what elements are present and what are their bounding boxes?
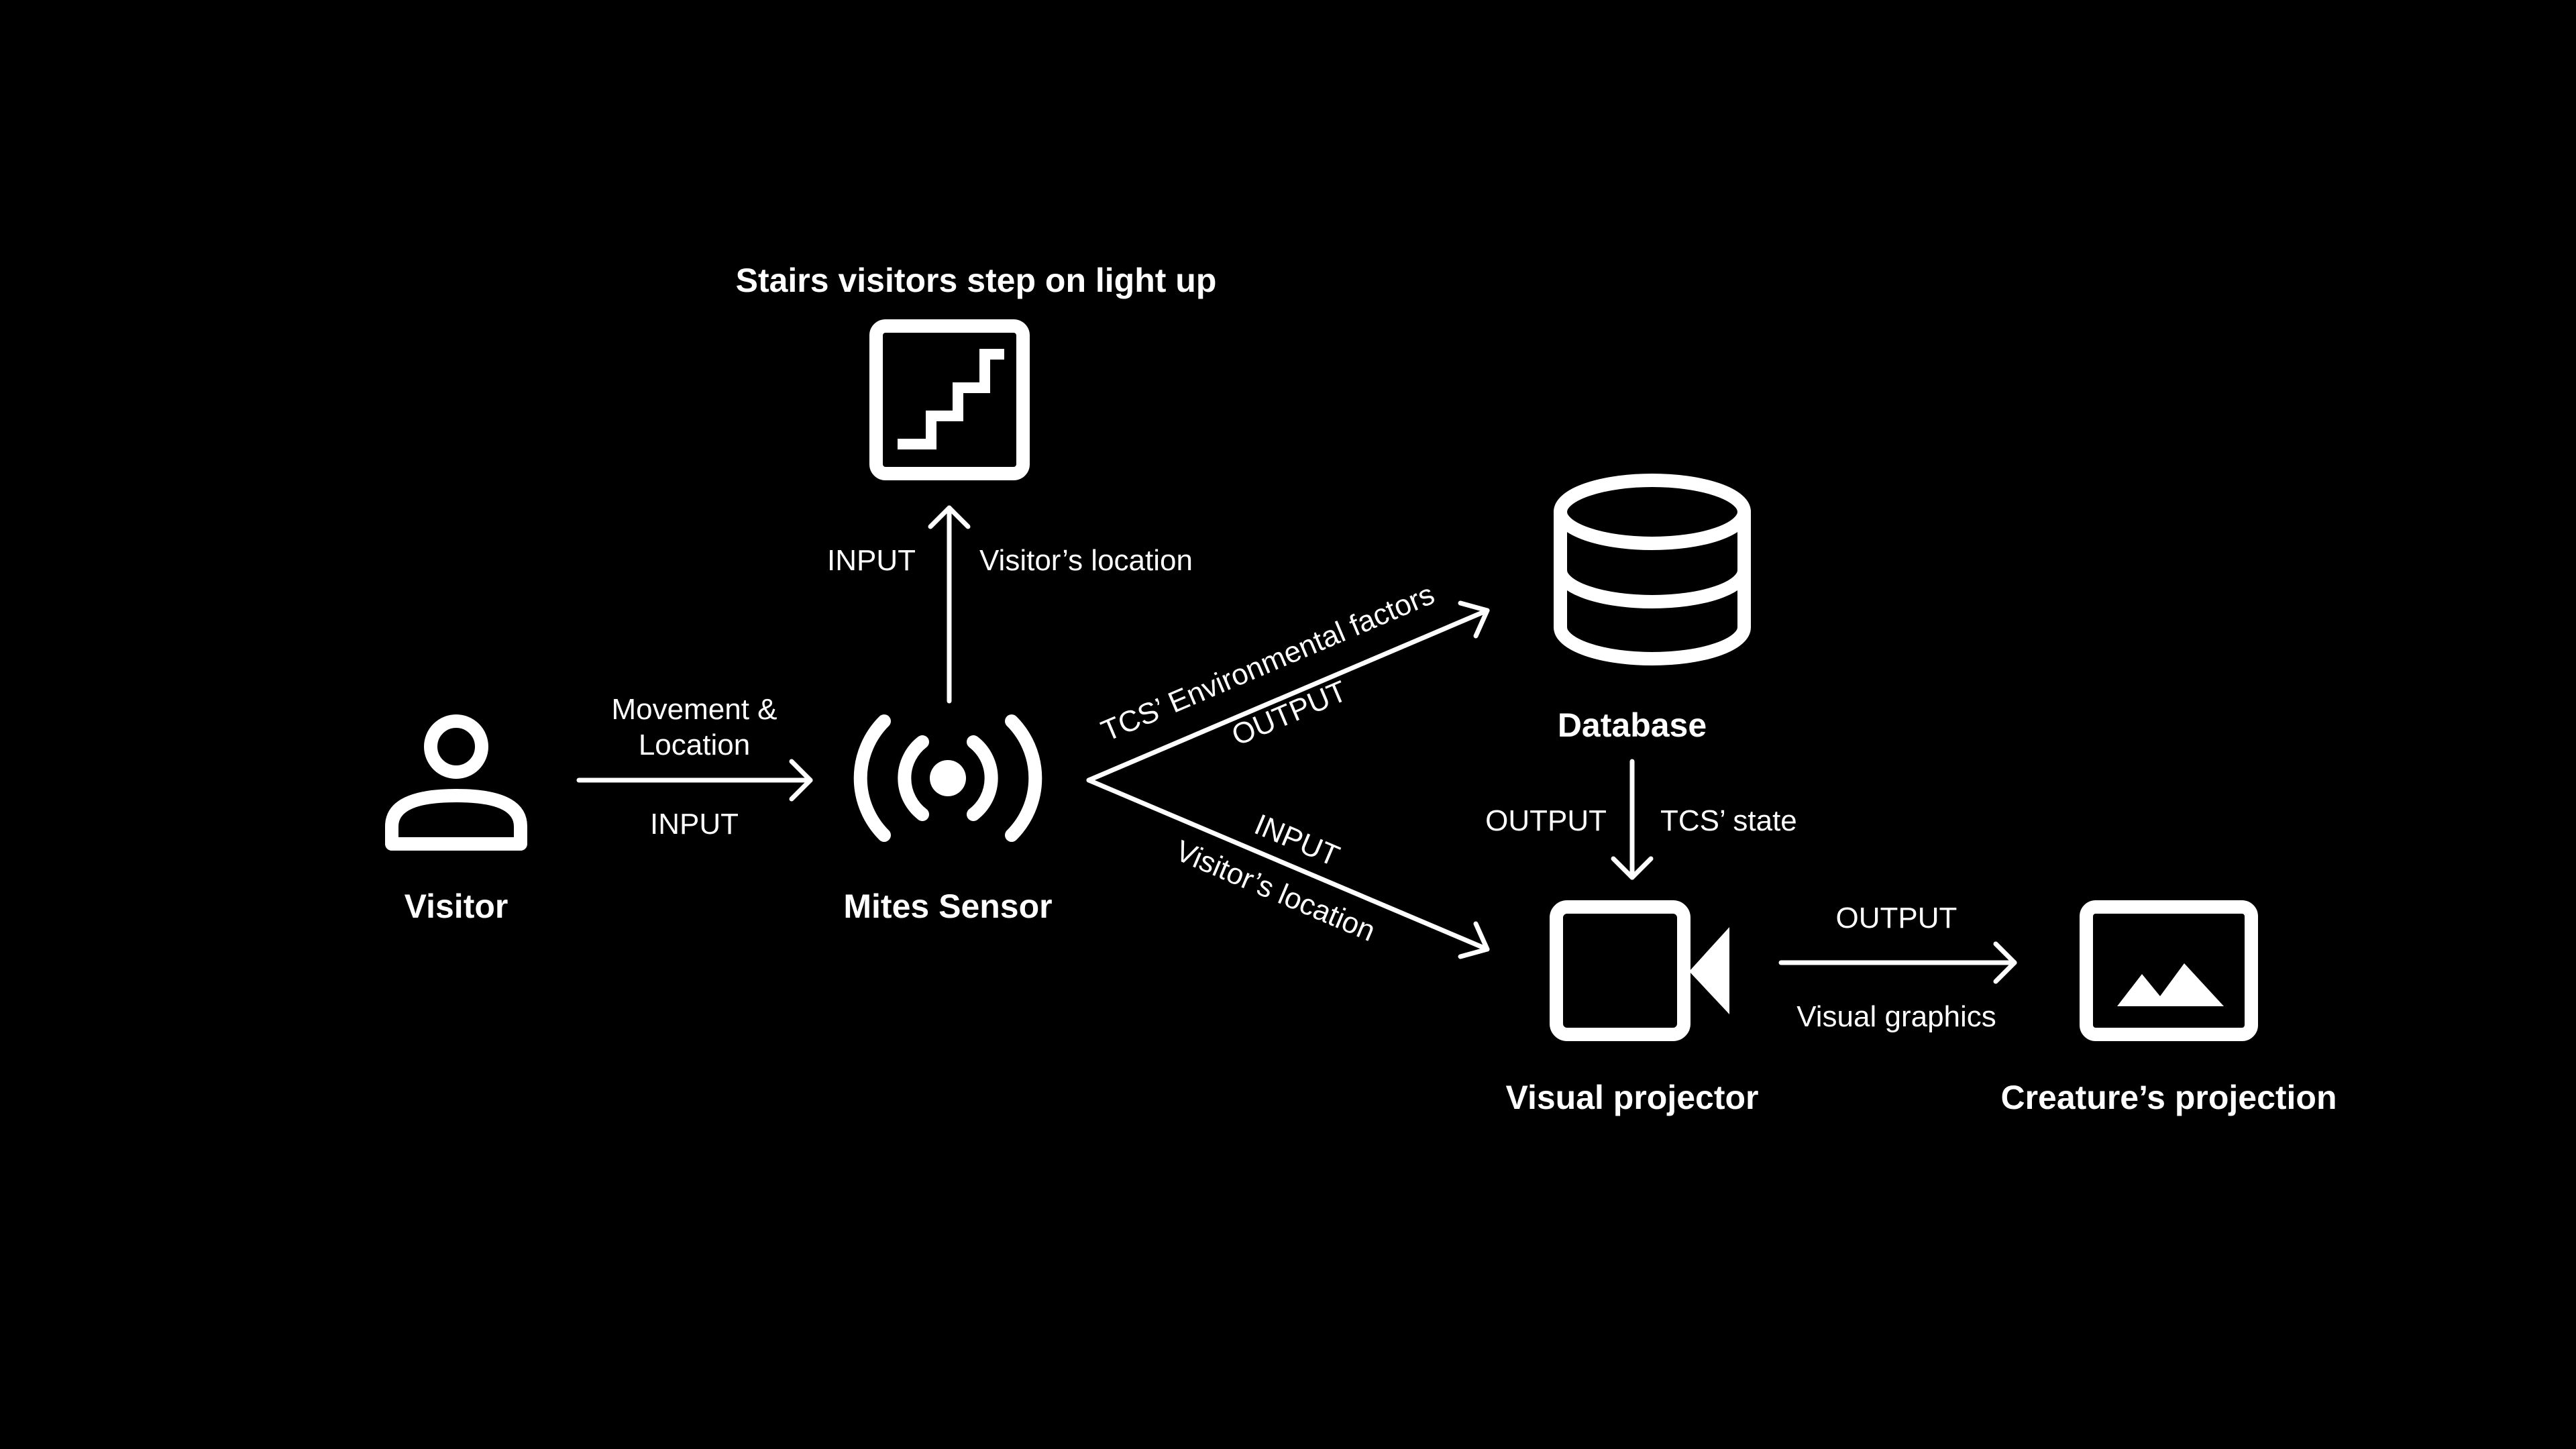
arrowhead-sensor-to-stairs bbox=[928, 505, 971, 529]
person-icon bbox=[385, 714, 527, 851]
arrow-sensor-to-database bbox=[1086, 608, 1490, 783]
stairs-visitor-location-label: Visitor’s location bbox=[979, 544, 1193, 577]
sensor-label: Mites Sensor bbox=[843, 888, 1052, 925]
arrowhead-database-to-projector bbox=[1611, 856, 1654, 880]
edge-sensor-to-stairs: INPUT Visitor’s location bbox=[827, 505, 1193, 704]
arrowhead-sensor-to-projector bbox=[1458, 921, 1490, 959]
image-landscape-icon bbox=[2080, 900, 2258, 1041]
video-camera-icon bbox=[1550, 900, 1729, 1041]
arrowhead-sensor-to-database bbox=[1458, 600, 1490, 639]
movement-location-label-line2: Location bbox=[639, 729, 750, 761]
visitor-node: Visitor bbox=[385, 714, 527, 925]
stairs-input-label: INPUT bbox=[827, 544, 916, 577]
edge-visitor-to-sensor: Movement & Location INPUT bbox=[576, 693, 813, 841]
stairs-label: Stairs visitors step on light up bbox=[736, 262, 1217, 299]
database-label: Database bbox=[1558, 706, 1707, 744]
arrow-sensor-to-projector bbox=[1086, 777, 1490, 952]
arrowhead-projector-to-projection bbox=[1993, 941, 2017, 984]
broadcast-sensor-icon bbox=[853, 714, 1042, 842]
stairs-icon bbox=[869, 319, 1030, 480]
edge-sensor-to-projector: INPUT Visitor’s location bbox=[1086, 777, 1490, 959]
projector-input-label: INPUT bbox=[1250, 808, 1344, 873]
state-output-label: OUTPUT bbox=[1485, 804, 1607, 837]
arrowhead-visitor-to-sensor bbox=[789, 759, 813, 802]
tcs-state-label: TCS’ state bbox=[1660, 804, 1797, 837]
database-node: Database bbox=[1554, 474, 1751, 744]
projector-label: Visual projector bbox=[1506, 1079, 1759, 1116]
edge-projector-to-projection: OUTPUT Visual graphics bbox=[1778, 902, 2017, 1033]
projection-node: Creature’s projection bbox=[2000, 900, 2337, 1116]
projection-label: Creature’s projection bbox=[2000, 1079, 2337, 1116]
sensor-node: Mites Sensor bbox=[843, 714, 1053, 925]
visitor-input-label: INPUT bbox=[650, 808, 739, 841]
visual-graphics-label: Visual graphics bbox=[1796, 1000, 1996, 1033]
graphics-output-label: OUTPUT bbox=[1836, 902, 1957, 934]
visitor-label: Visitor bbox=[405, 888, 508, 925]
movement-location-label: Movement & bbox=[612, 693, 777, 726]
projector-node: Visual projector bbox=[1506, 900, 1759, 1116]
edge-sensor-to-database: TCS’ Environmental factors OUTPUT bbox=[1086, 578, 1490, 783]
edge-database-to-projector: OUTPUT TCS’ state bbox=[1485, 759, 1797, 880]
database-icon bbox=[1554, 474, 1751, 665]
stairs-node: Stairs visitors step on light up bbox=[736, 262, 1217, 480]
